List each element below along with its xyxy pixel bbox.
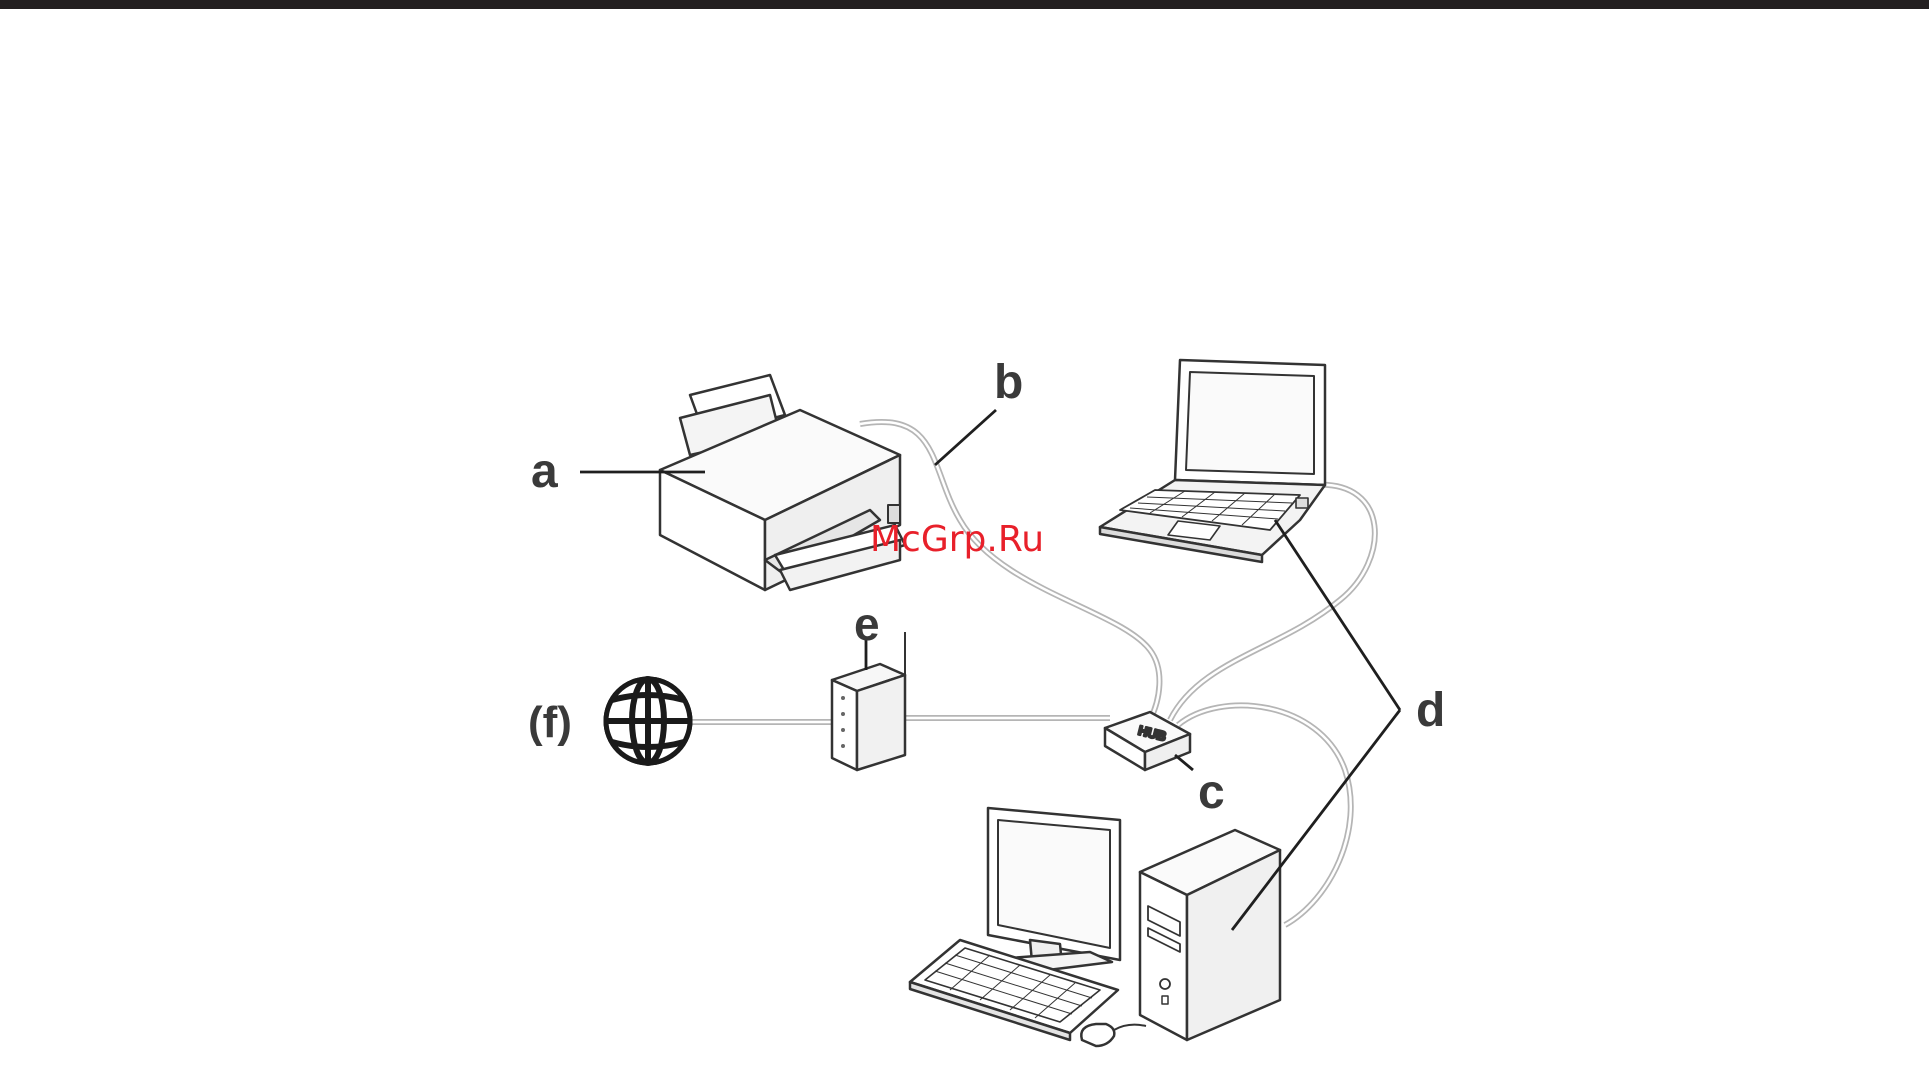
monitor-icon [988, 808, 1120, 972]
watermark-text: McGrp.Ru [870, 519, 1044, 560]
printer-icon [660, 375, 905, 590]
globe-icon [604, 677, 692, 765]
label-a: a [531, 445, 558, 498]
desktop-computer-icon [1140, 830, 1280, 1040]
laptop-icon [1100, 360, 1325, 562]
label-f: (f) [528, 698, 572, 747]
leader-c [1175, 755, 1193, 770]
leader-b [935, 410, 996, 465]
leader-d-laptop [1275, 520, 1400, 710]
label-e: e [854, 598, 880, 650]
mouse-icon [1081, 1024, 1146, 1046]
label-b: b [994, 356, 1023, 409]
label-d: d [1416, 684, 1445, 737]
hub-icon: HUB [1105, 712, 1190, 770]
router-icon [832, 632, 905, 770]
label-c: c [1198, 766, 1225, 819]
